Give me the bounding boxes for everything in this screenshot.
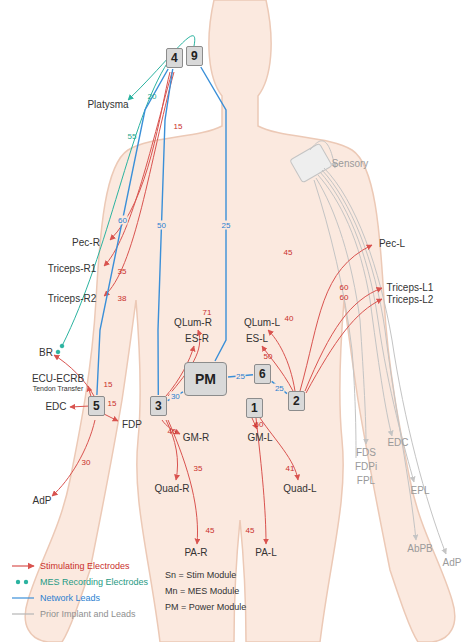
muscle-label: AdP: [443, 557, 462, 568]
muscle-label: ES-L: [246, 333, 268, 344]
module-box: 1: [246, 398, 263, 418]
muscle-label: QLum-L: [244, 317, 280, 328]
module-number: 6: [259, 366, 266, 382]
muscle-label: Platysma: [87, 99, 128, 110]
muscle-label: Triceps-R1: [48, 263, 97, 274]
muscle-label: QLum-R: [174, 317, 212, 328]
muscle-label: BR: [39, 347, 53, 358]
lead-length: 71: [203, 308, 212, 317]
lead-length: 60: [340, 283, 349, 292]
muscle-label: EDC: [387, 437, 408, 448]
muscle-label: Pec-R: [72, 237, 100, 248]
module-number: 1: [251, 400, 258, 416]
lead-length: 25: [235, 371, 246, 380]
muscle-label: AdP: [33, 495, 52, 506]
muscle-label: Triceps-R2: [48, 293, 97, 304]
muscle-label: Quad-L: [283, 483, 316, 494]
muscle-label: Sensory: [332, 158, 369, 169]
lead-length: 55: [128, 132, 137, 141]
network-lead: [97, 69, 168, 395]
legend-text: Prior Implant and Leads: [40, 609, 136, 619]
muscle-label: GM-R: [183, 432, 210, 443]
muscle-label: Triceps-L2: [387, 294, 434, 305]
muscle-label: GM-L: [248, 432, 273, 443]
network-lead: [272, 381, 287, 393]
lead-length: 35: [194, 464, 203, 473]
lead-length: 30: [170, 392, 181, 401]
lead-length: 60: [117, 216, 128, 225]
module-number: PM: [195, 371, 216, 387]
module-number: 4: [171, 50, 178, 66]
mes-leads: [56, 36, 195, 354]
key-note: Mn = MES Module: [165, 586, 239, 597]
lead-length: 25: [221, 221, 232, 230]
lead-length: 15: [174, 122, 183, 131]
muscle-label: PA-L: [255, 547, 277, 558]
muscle-label: Pec-L: [379, 238, 405, 249]
module-number: 3: [155, 398, 162, 414]
module-box: 6: [254, 364, 271, 384]
key-note: Sn = Stim Module: [165, 570, 236, 581]
module-number: 9: [191, 48, 198, 64]
muscle-label: FDPi: [355, 461, 377, 472]
muscle-label: ES-R: [185, 333, 209, 344]
body-outline: [25, 0, 455, 642]
stimulating-leads: [52, 72, 382, 544]
muscle-label: Quad-R: [154, 483, 189, 494]
key-note: PM = Power Module: [165, 602, 246, 613]
module-box: PM: [184, 362, 227, 396]
module-number: 2: [293, 393, 300, 409]
lead-length: 45: [284, 248, 293, 257]
network-lead: [168, 392, 183, 401]
lead-length: 40: [168, 427, 177, 436]
lead-length: 45: [206, 526, 215, 535]
lead-length: 40: [285, 314, 294, 323]
muscle-label: PA-R: [184, 547, 207, 558]
lead-length: 50: [264, 352, 273, 361]
lead-length: 50: [156, 221, 167, 230]
lead-length: 30: [82, 458, 91, 467]
lead-length: 25: [274, 383, 285, 392]
muscle-label: ECU-ECRB: [32, 373, 84, 384]
muscle-label: EPL: [411, 485, 430, 496]
lead-length: 38: [118, 294, 127, 303]
module-box: 9: [186, 46, 203, 66]
module-box: 5: [88, 396, 105, 416]
module-box: 3: [150, 396, 167, 416]
module-box: 2: [288, 391, 305, 411]
lead-length: 45: [246, 526, 255, 535]
lead-length: 60: [255, 420, 264, 429]
legend-text: MES Recording Electrodes: [40, 577, 148, 587]
lead-length: 20: [148, 92, 157, 101]
lead-length: 15: [104, 380, 113, 389]
muscle-label: FDP: [122, 419, 142, 430]
legend-text: Network Leads: [40, 593, 100, 603]
module-box: 4: [166, 48, 183, 68]
lead-length: 35: [118, 267, 127, 276]
lead-length: 15: [108, 399, 117, 408]
muscle-label: Triceps-L1: [387, 282, 434, 293]
muscle-label: EDC: [45, 401, 66, 412]
muscle-label: FDS: [356, 447, 376, 458]
module-number: 5: [93, 398, 100, 414]
legend-text: Stimulating Electrodes: [40, 561, 130, 571]
muscle-label: Tendon Transfer: [33, 385, 84, 393]
muscle-label: FPL: [357, 475, 375, 486]
lead-length: 41: [286, 464, 295, 473]
network-lead: [158, 69, 173, 395]
legend-samples: [12, 566, 34, 614]
muscle-label: AbPB: [407, 543, 433, 554]
lead-length: 60: [340, 293, 349, 302]
